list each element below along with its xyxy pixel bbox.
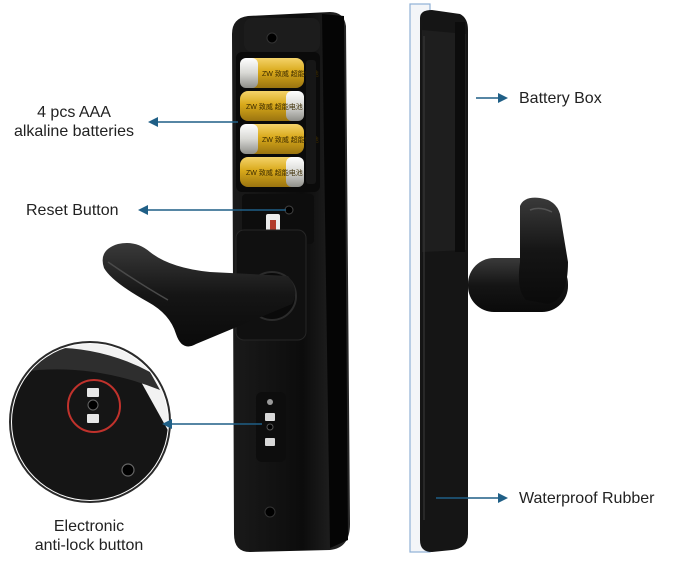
label-anti-lock: Electronic anti-lock button	[14, 517, 164, 555]
svg-text:ZW 致威 超能电池: ZW 致威 超能电池	[246, 168, 303, 177]
label-batteries-line2: alkaline batteries	[13, 123, 135, 140]
arrow-anti-lock	[162, 419, 262, 429]
label-batteries: 4 pcs AAA alkaline batteries	[4, 103, 144, 141]
reset-button-hole	[284, 205, 294, 215]
arrow-waterproof	[436, 493, 508, 503]
label-waterproof-rubber: Waterproof Rubber	[519, 490, 655, 507]
label-battery-box: Battery Box	[519, 90, 602, 107]
svg-text:ZW 致威 超能电池: ZW 致威 超能电池	[246, 102, 303, 111]
lever-handle-front	[102, 243, 296, 347]
label-batteries-line1: 4 pcs AAA	[37, 104, 111, 121]
anti-lock-zoom-inset	[9, 341, 171, 503]
lock-front-view: ZW 致威 超能电池 ZW 致威 超能电池 ZW 致威 超能电池 ZW 致威 超…	[102, 12, 350, 552]
battery-stack: ZW 致威 超能电池 ZW 致威 超能电池 ZW 致威 超能电池 ZW 致威 超…	[240, 58, 319, 187]
battery-1: ZW 致威 超能电池	[240, 58, 319, 88]
svg-text:ZW 致威 超能电池: ZW 致威 超能电池	[262, 135, 319, 144]
callout-arrows	[138, 93, 508, 503]
label-reset-button: Reset Button	[26, 202, 119, 219]
arrow-battery-box	[476, 93, 508, 103]
arrow-batteries	[148, 117, 238, 127]
battery-2: ZW 致威 超能电池	[240, 91, 304, 121]
battery-3: ZW 致威 超能电池	[240, 124, 319, 154]
lever-handle-side	[468, 197, 568, 312]
label-anti-lock-line2: anti-lock button	[34, 537, 144, 554]
arrow-reset	[138, 205, 286, 215]
lock-side-view	[409, 3, 568, 553]
battery-4: ZW 致威 超能电池	[240, 157, 304, 187]
label-anti-lock-line1: Electronic	[53, 518, 125, 535]
svg-text:ZW 致威 超能电池: ZW 致威 超能电池	[262, 69, 319, 78]
